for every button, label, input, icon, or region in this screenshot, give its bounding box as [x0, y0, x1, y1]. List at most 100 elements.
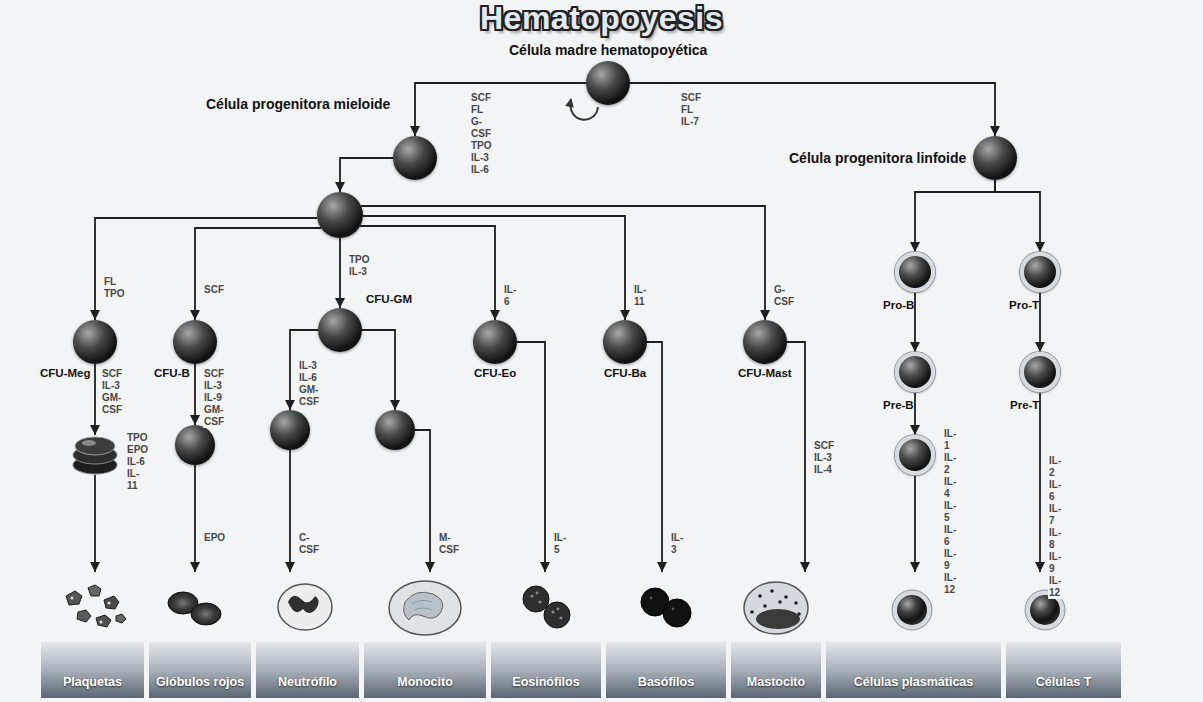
cytokine-label: SCF: [203, 284, 225, 296]
cytokine-label: M-CSF: [438, 532, 460, 556]
cell-label: CFU-Ba: [604, 366, 646, 380]
cytokine-label: SCF IL-3 IL-4: [813, 440, 835, 476]
cell-type-band: Mastocito: [730, 572, 822, 698]
cell-type-band: Monocito: [363, 572, 487, 698]
arrow-connector: [95, 218, 317, 320]
cell-type-band: Neutrófilo: [255, 572, 360, 698]
megakaryocyte-cell: [71, 435, 119, 475]
arrow-connector: [194, 364, 196, 425]
megakaryocyte-shape: [71, 435, 119, 475]
band-label: Plaquetas: [43, 675, 142, 690]
cell-label: Pro-T: [1009, 298, 1039, 312]
arrow-connector: [995, 180, 1040, 252]
cell-label: Célula progenitora mieloide: [206, 96, 390, 113]
arrow-connector: [340, 158, 393, 192]
arrow-connector: [1039, 392, 1041, 572]
cfu-cell: CFU-Meg: [73, 320, 117, 364]
cell-label: Pro-B: [883, 298, 914, 312]
band-label: Células plasmáticas: [828, 675, 999, 690]
lymphoid-cell: Pre-T: [1020, 352, 1060, 392]
cfu-cell: CFU-B: [173, 320, 217, 364]
arrow-connector: [915, 180, 995, 252]
cell-label: Célula progenitora linfoide: [789, 150, 966, 167]
cytokine-label: IL-3 IL-6 GM-CSF: [298, 360, 320, 408]
cfu-cell: CFU-Mast: [743, 320, 787, 364]
arrow-connector: [94, 364, 96, 435]
cell-layer: [75, 437, 115, 455]
band-label: Glóbulos rojos: [151, 675, 249, 690]
cell-type-band: Glóbulos rojos: [148, 572, 252, 698]
progenitor-cell: Célula progenitora linfoide: [973, 136, 1017, 180]
cell-label: CFU-Mast: [738, 366, 792, 380]
band-label: Eosinófilos: [493, 675, 599, 690]
cell-label: CFU-Meg: [40, 366, 90, 380]
cytokine-label: SCF IL-3 GM-CSF: [101, 368, 123, 416]
cytokine-label: IL-5: [553, 532, 567, 556]
cell-type-band: Eosinófilos: [490, 572, 602, 698]
arrow-connector: [361, 206, 765, 320]
cytokine-label: IL-11: [633, 284, 647, 308]
arrow-connector: [363, 216, 625, 320]
arrow-connector: [362, 330, 395, 410]
cfu-cell: CFU-Eo: [473, 320, 517, 364]
cytokine-label: IL-3: [670, 532, 684, 556]
band-label: Células T: [1008, 675, 1119, 690]
cytokine-label: SCF FL G-CSF TPO IL-3 IL-6: [470, 92, 493, 176]
cell-type-band: Basófilos: [605, 572, 727, 698]
arrow-connector: [647, 342, 662, 572]
cfu-cell: CFU-Ba: [603, 320, 647, 364]
cytokine-label: SCF FL IL-7: [680, 92, 702, 128]
arrow-connector: [289, 450, 291, 572]
lymphoid-cell: Pro-B: [895, 252, 935, 292]
progenitor-cell: Célula progenitora mieloide: [393, 136, 437, 180]
arrow-connector: [415, 430, 430, 572]
band-label: Monocito: [366, 675, 484, 690]
arrow-connector: [415, 83, 586, 136]
arrow-connector: [517, 342, 545, 572]
cytokine-label: IL-6: [503, 284, 517, 308]
self-renewal-arrow: [570, 99, 598, 120]
band-label: Basófilos: [608, 675, 724, 690]
cytokine-label: G-CSF: [773, 284, 795, 308]
arrow-connector: [914, 475, 916, 572]
diagram-title: Hematopoyesis: [0, 0, 1203, 37]
arrow-connector: [194, 465, 196, 572]
arrow-connector: [914, 292, 916, 352]
neutrophil-precursor: [270, 410, 310, 450]
cell-label: Célula madre hematopoyética: [509, 42, 707, 59]
cytokine-label: IL-2 IL-6 IL-7 IL-8 IL-9 IL-12: [1048, 455, 1062, 599]
cytokine-label: TPO EPO IL-6 IL-11: [126, 432, 149, 492]
cell-type-band: Plaquetas: [40, 572, 145, 698]
myeloid-cell: [317, 192, 363, 238]
arrow-connector: [1039, 292, 1041, 352]
cytokine-label: IL-1 IL-2 IL-4 IL-5 IL-6 IL-9 IL-12: [943, 428, 957, 596]
cytokine-label: EPO: [203, 532, 226, 544]
arrow-connector: [360, 226, 495, 320]
cell-label: CFU-GM: [366, 292, 412, 306]
stem-cell: Célula madre hematopoyética: [586, 61, 630, 105]
lymphoid-cell: Pro-T: [1020, 252, 1060, 292]
cell-label: CFU-Eo: [474, 366, 516, 380]
cell-label: Pre-T: [1010, 398, 1039, 412]
monocyte-precursor: [375, 410, 415, 450]
cell-highlight: [82, 440, 96, 446]
cytokine-label: FL TPO: [103, 276, 126, 300]
plasmablast-cell: [895, 435, 935, 475]
arrow-connector: [195, 228, 321, 320]
band-label: Neutrófilo: [258, 675, 357, 690]
cytokine-label: SCF IL-3 IL-9 GM-CSF: [203, 368, 225, 428]
erythroid-precursor: [175, 425, 215, 465]
cell-type-band: Células T: [1005, 572, 1122, 698]
cytokine-label: C-CSF: [298, 532, 320, 556]
cfu-cell: CFU-GM: [318, 308, 362, 352]
cell-label: Pre-B: [883, 398, 914, 412]
lymphoid-cell: Pre-B: [895, 352, 935, 392]
cytokine-label: TPO IL-3: [348, 254, 371, 278]
arrow-connector: [914, 392, 916, 435]
band-label: Mastocito: [733, 675, 819, 690]
cell-type-band: Células plasmáticas: [825, 572, 1002, 698]
arrow-connector: [339, 238, 341, 308]
arrow-connector: [94, 475, 96, 572]
